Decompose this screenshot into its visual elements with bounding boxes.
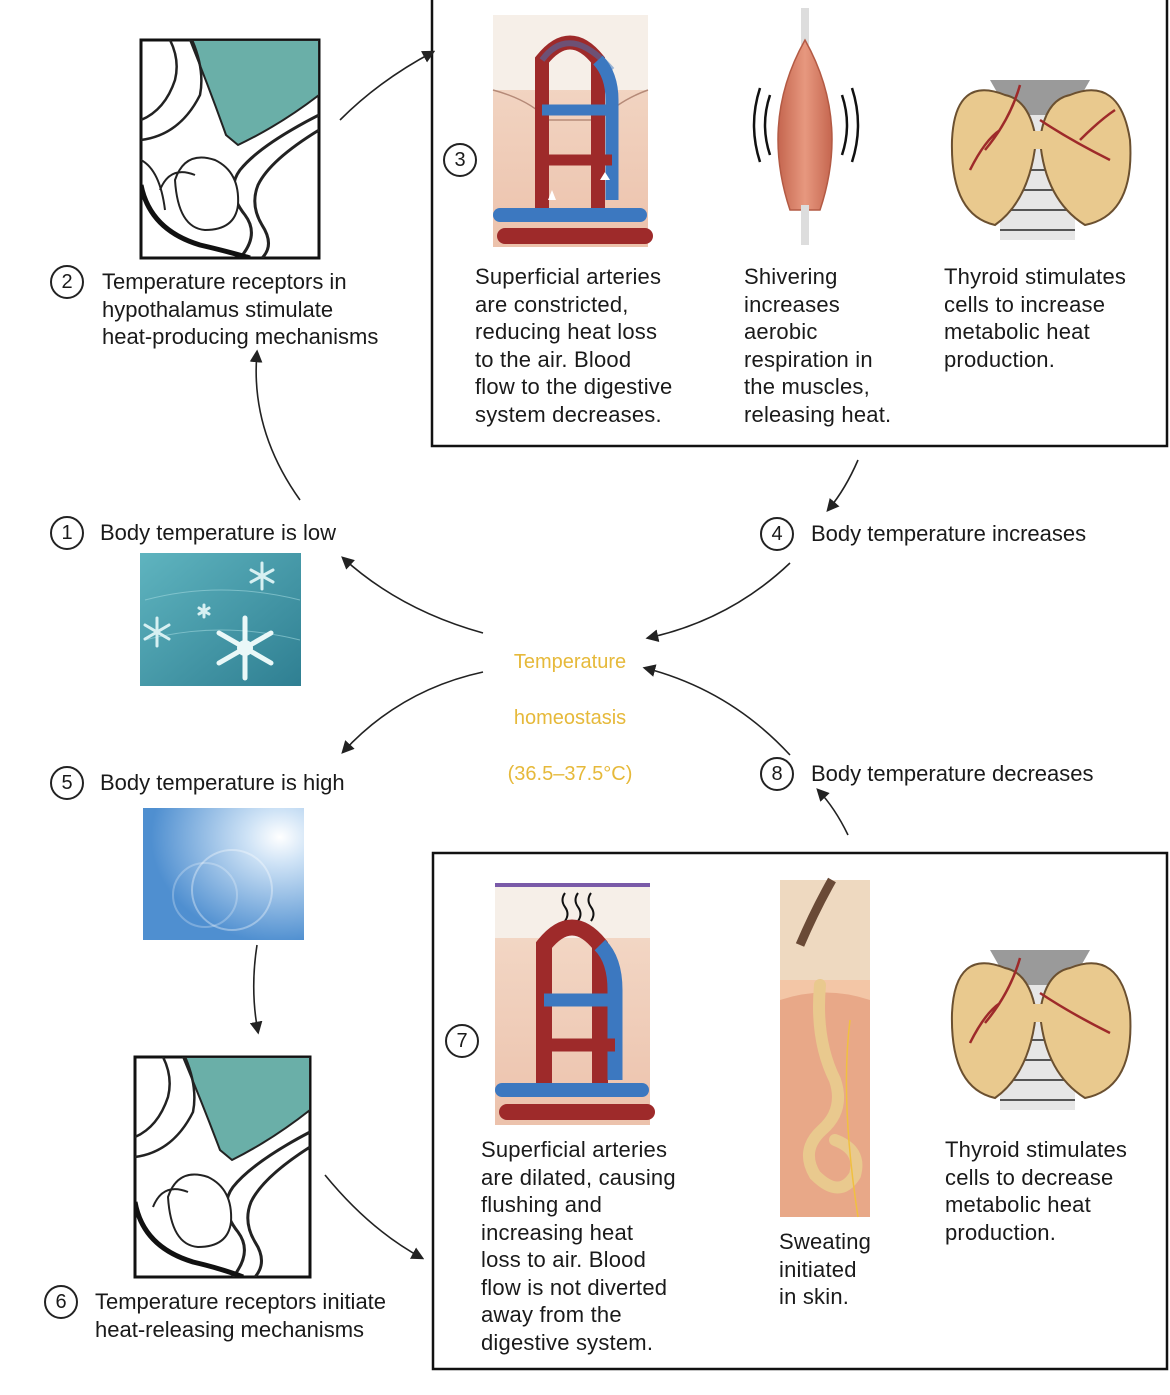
- arrow-center-to-5: [341, 671, 484, 754]
- arrow-4-to-center: [645, 562, 791, 643]
- step-number-1: 1: [50, 516, 84, 550]
- thyroid-decrease-text: Thyroid stimulates cells to decrease met…: [945, 1137, 1128, 1245]
- step-label-8: Body temperature decreases: [811, 761, 1094, 786]
- arrow-center-to-1: [341, 556, 484, 634]
- arrow-7-to-8: [816, 788, 849, 836]
- hypothalamus-illustration-top: [139, 38, 321, 260]
- snowflake-icon: [143, 561, 275, 648]
- sweat-gland-illustration: [780, 877, 870, 1218]
- arrow-5-to-6: [249, 944, 263, 1035]
- step-number-7: 7: [445, 1024, 479, 1058]
- heat-producing-mechanisms-box: [430, 0, 1169, 448]
- temperature-homeostasis-label: Temperature homeostasis (36.5–37.5°C): [470, 620, 670, 816]
- muscle-illustration: [752, 8, 860, 245]
- step-label-5: Body temperature is high: [100, 770, 345, 795]
- sweating-text: Sweating initiated in skin.: [779, 1229, 872, 1309]
- step-number-2: 2: [50, 265, 84, 299]
- cycle-arrows: [249, 50, 859, 1260]
- arrow-8-to-center: [642, 664, 791, 756]
- step-label-2: Temperature receptors in hypothalamus st…: [102, 269, 379, 349]
- step-label-1: Body temperature is low: [100, 520, 336, 545]
- thyroid-illustration-top: [950, 80, 1132, 240]
- dilated-arteries-text: Superficial arteries are dilated, causin…: [481, 1137, 676, 1355]
- arrow-2-to-3: [339, 50, 436, 121]
- center-line-2: homeostasis: [513, 707, 627, 729]
- cold-snowflake-image: [140, 553, 301, 686]
- step-label-6: Temperature receptors initiate heat-rele…: [95, 1289, 387, 1342]
- constricted-arteries-text: Superficial arteries are constricted, re…: [475, 264, 673, 427]
- center-line-3: (36.5–37.5°C): [507, 763, 633, 785]
- thyroid-increase-text: Thyroid stimulates cells to increase met…: [944, 264, 1127, 372]
- constricted-vessels-illustration: [492, 15, 653, 247]
- arrow-3-to-4: [826, 459, 859, 512]
- heat-waves-icon: [561, 892, 595, 922]
- arrow-6-to-7: [324, 1174, 425, 1260]
- dilated-vessels-illustration: [495, 883, 655, 1125]
- step-number-4: 4: [760, 517, 794, 551]
- thyroid-illustration-bottom: [950, 950, 1132, 1110]
- arrow-1-to-2: [249, 349, 301, 501]
- step-number-5: 5: [50, 766, 84, 800]
- step-number-8: 8: [760, 757, 794, 791]
- hot-sun-image: [143, 808, 304, 940]
- shivering-text: Shivering increases aerobic respiration …: [744, 264, 892, 427]
- step-number-6: 6: [44, 1285, 78, 1319]
- heat-releasing-mechanisms-box: [431, 851, 1169, 1371]
- step-label-4: Body temperature increases: [811, 521, 1087, 546]
- step-number-3: 3: [443, 143, 477, 177]
- center-line-1: Temperature: [513, 651, 627, 673]
- shiver-lines-icon: [752, 87, 860, 163]
- hypothalamus-illustration-bottom: [133, 1055, 312, 1279]
